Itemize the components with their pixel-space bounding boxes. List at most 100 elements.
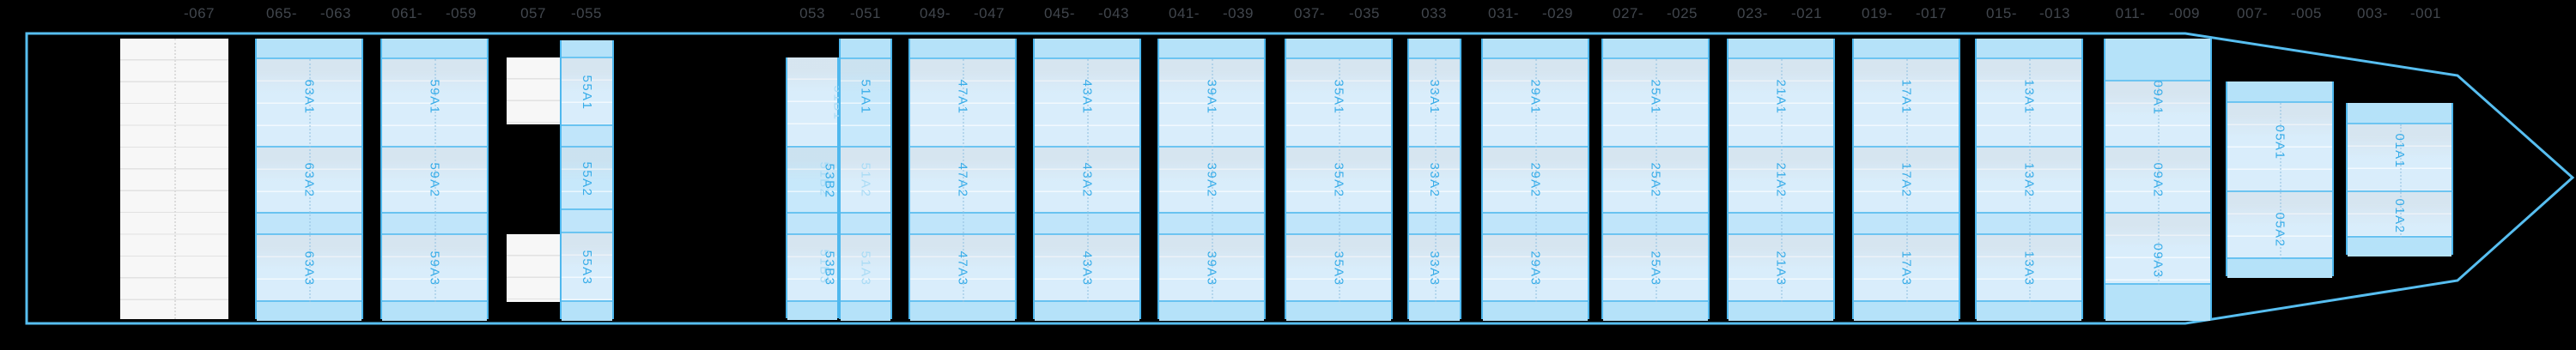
center-guide-line — [1212, 59, 1213, 302]
bay-tier-segment[interactable] — [841, 38, 890, 57]
bay-tier-segment[interactable] — [1603, 299, 1708, 321]
bay-number-label: 007- — [2236, 5, 2269, 21]
bay-tier-segment[interactable] — [841, 211, 890, 235]
bay-tier-segment[interactable] — [787, 299, 837, 320]
bay-number-label: -013 — [2038, 5, 2071, 21]
bay-tier-segment[interactable] — [257, 38, 361, 57]
bay-tier-segment[interactable] — [562, 145, 612, 210]
bay-tier-segment[interactable] — [787, 57, 837, 146]
bay-tier-segment[interactable] — [1159, 299, 1264, 321]
bay-tier-label: 29A3 — [1528, 250, 1543, 287]
bay-tier-segment[interactable] — [910, 38, 1015, 57]
bay-number-label: -055 — [570, 5, 603, 21]
bay-tier-segment[interactable] — [1483, 299, 1588, 321]
bay-number-label: 053 — [799, 5, 825, 21]
bay-tier-segment[interactable] — [910, 299, 1015, 321]
bay-tier-segment[interactable] — [841, 299, 890, 321]
bay-tier-segment[interactable] — [841, 145, 890, 214]
bay-tier-label: 43A1 — [1079, 79, 1095, 115]
hatch-block-057-bottom — [507, 234, 560, 302]
bay-tier-segment[interactable] — [562, 39, 612, 57]
bay-tier-segment[interactable] — [787, 232, 837, 302]
bay-tier-label: 59A2 — [427, 162, 442, 198]
bay-tier-segment[interactable] — [1286, 38, 1391, 57]
bay-tier-label: 55A3 — [580, 250, 594, 286]
bay-tier-segment[interactable] — [1035, 38, 1139, 57]
bay-tier-label: 09A2 — [2150, 162, 2166, 198]
bay-tier-segment[interactable] — [562, 56, 612, 126]
bay-tier-segment[interactable] — [382, 299, 487, 321]
bay-tier-segment[interactable] — [562, 231, 612, 302]
center-guide-line — [2158, 81, 2160, 285]
center-guide-line — [2029, 59, 2031, 302]
bay-tier-segment[interactable] — [1854, 38, 1959, 57]
bay-tier-segment[interactable] — [1035, 299, 1139, 321]
bay-tier-label: 01A1 — [2392, 133, 2407, 169]
bay-tier-label: 39A1 — [1204, 79, 1219, 115]
bay-tier-segment[interactable] — [382, 38, 487, 57]
bay-tier-segment[interactable] — [1409, 299, 1460, 321]
bay-number-label: -059 — [445, 5, 477, 21]
center-guide-line — [1656, 59, 1657, 302]
bay-tier-segment[interactable] — [787, 145, 837, 214]
bay-tier-label: 59A3 — [427, 250, 442, 287]
bay-tier-segment[interactable] — [2105, 282, 2210, 321]
bay-tier-label: 25A3 — [1648, 250, 1663, 287]
bay-tier-label: 47A2 — [955, 162, 970, 198]
bay-tier-segment[interactable] — [1977, 38, 2081, 57]
bay-number-label: -025 — [1666, 5, 1698, 21]
center-guide-line — [174, 39, 176, 319]
bay-number-label: -043 — [1097, 5, 1130, 21]
bay-tier-label: 55A2 — [580, 161, 594, 197]
bay-tier-label: 13A2 — [2021, 162, 2037, 198]
bay-tier-segment[interactable] — [1286, 299, 1391, 321]
bay-tier-segment[interactable] — [257, 299, 361, 321]
bay-tier-segment[interactable] — [1854, 299, 1959, 321]
bay-tier-segment[interactable] — [2227, 81, 2332, 101]
bay-tier-segment[interactable] — [841, 232, 890, 302]
bay-tier-label: 21A1 — [1773, 79, 1789, 115]
center-guide-line — [2280, 103, 2281, 259]
bay-tier-label: 17A2 — [1899, 162, 1914, 198]
bay-number-label: -005 — [2290, 5, 2323, 21]
bay-tier-segment[interactable] — [1728, 38, 1833, 57]
bay-tier-segment[interactable] — [562, 208, 612, 233]
bay-number-label: 003- — [2356, 5, 2389, 21]
bay-tier-segment[interactable] — [2348, 102, 2451, 123]
bay-tier-segment[interactable] — [2348, 235, 2451, 256]
bay-tier-label: 51B2 — [817, 161, 832, 197]
bay-tier-label: 05A2 — [2272, 212, 2287, 248]
bay-tier-segment[interactable] — [2105, 38, 2210, 80]
bay-tier-segment[interactable] — [1409, 38, 1460, 57]
bay-tier-segment[interactable] — [1603, 38, 1708, 57]
bay-number-label: 019- — [1861, 5, 1893, 21]
bay-tier-segment[interactable] — [1483, 38, 1588, 57]
bay-tier-segment[interactable] — [2227, 256, 2332, 278]
bay-tier-segment[interactable] — [841, 57, 890, 148]
bay-tier-segment[interactable] — [1728, 299, 1833, 321]
bay-tier-segment[interactable] — [1159, 38, 1264, 57]
center-guide-line — [434, 59, 436, 302]
bay-tier-segment[interactable] — [1977, 299, 2081, 321]
bay-tier-segment[interactable] — [787, 211, 837, 235]
bay-tier-segment[interactable] — [562, 124, 612, 148]
center-guide-line — [1087, 59, 1089, 302]
bay-tier-label: 35A2 — [1331, 162, 1346, 198]
bay-number-label: 033 — [1421, 5, 1447, 21]
bay-number-label: -001 — [2409, 5, 2442, 21]
bay-tier-segment[interactable] — [562, 299, 612, 321]
bay-number-label: -035 — [1348, 5, 1381, 21]
bay-number-label: -063 — [319, 5, 352, 21]
